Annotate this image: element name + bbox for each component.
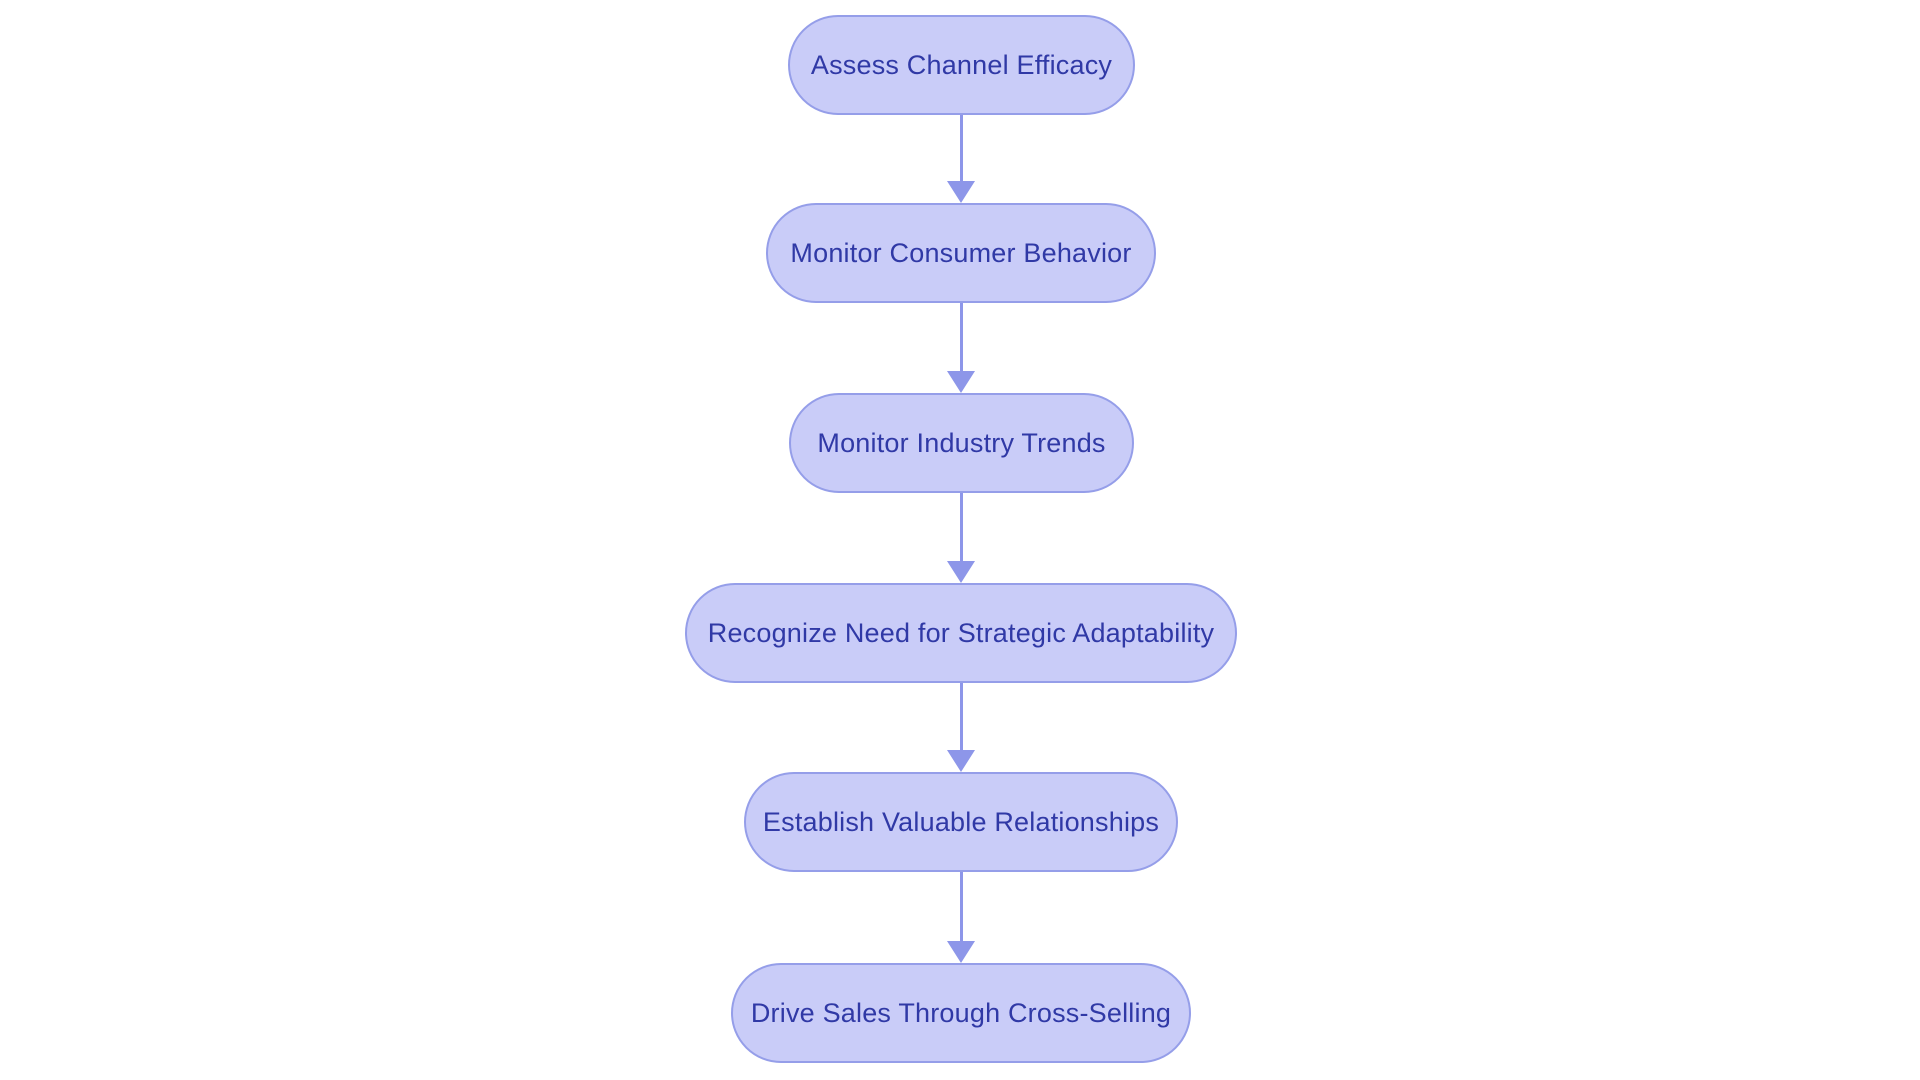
node-label: Monitor Industry Trends [817, 427, 1106, 458]
flow-node-establish-valuable-relationships: Establish Valuable Relationships [744, 772, 1178, 872]
down-arrow-connector-icon [947, 872, 975, 963]
node-label: Drive Sales Through Cross-Selling [750, 997, 1172, 1028]
flow-node-monitor-industry-trends: Monitor Industry Trends [789, 393, 1134, 493]
node-label: Monitor Consumer Behavior [790, 237, 1132, 268]
flow-node-recognize-need-for-strategic-adaptability: Recognize Need for Strategic Adaptabilit… [685, 583, 1237, 683]
down-arrow-connector-icon [947, 115, 975, 203]
node-label: Recognize Need for Strategic Adaptabilit… [707, 617, 1215, 648]
flow-node-assess-channel-efficacy: Assess Channel Efficacy [788, 15, 1135, 115]
down-arrow-connector-icon [947, 683, 975, 772]
down-arrow-connector-icon [947, 493, 975, 583]
down-arrow-connector-icon [947, 303, 975, 393]
flow-node-drive-sales-through-cross-selling: Drive Sales Through Cross-Selling [731, 963, 1191, 1063]
flow-node-monitor-consumer-behavior: Monitor Consumer Behavior [766, 203, 1156, 303]
node-label: Establish Valuable Relationships [762, 806, 1160, 837]
node-label: Assess Channel Efficacy [810, 49, 1113, 80]
